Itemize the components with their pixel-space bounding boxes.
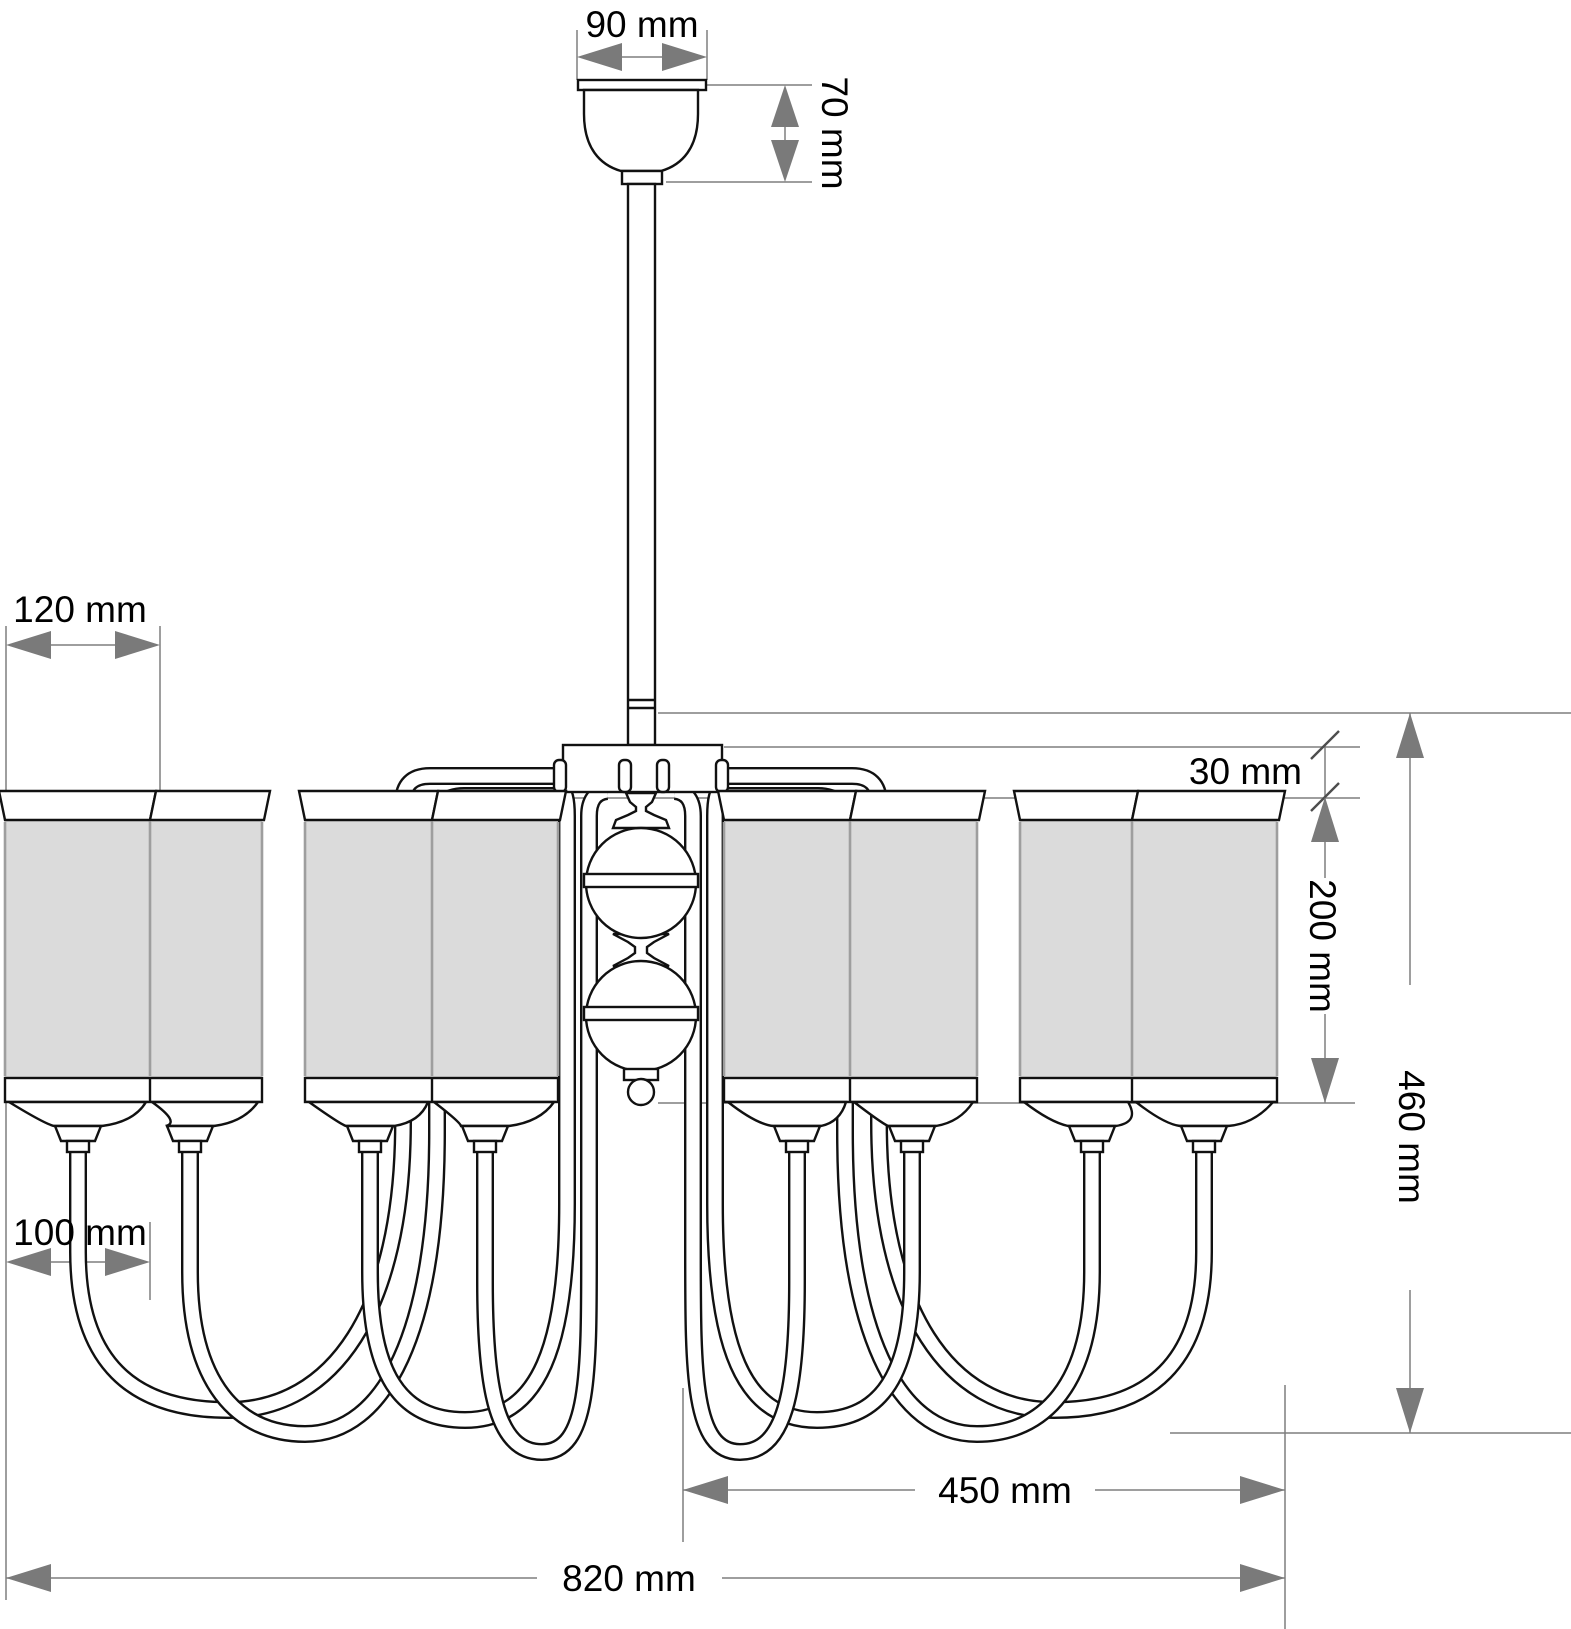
dim-label-arm-span-half: 450 mm	[938, 1470, 1072, 1511]
dim-label-body-height: 460 mm	[1391, 1070, 1432, 1204]
chandelier-drawing	[0, 78, 1287, 1462]
arm-connector-pill	[655, 758, 671, 794]
finial-middle	[612, 932, 670, 968]
arm-inner-front-right	[673, 782, 806, 1462]
arms	[69, 767, 1213, 1462]
dim-label-total-width: 820 mm	[562, 1558, 696, 1599]
dimension-labels: 90 mm 70 mm 120 mm 30 mm 200 mm 460 mm 1…	[13, 4, 1432, 1599]
bottom-ball	[626, 1077, 656, 1107]
dim-label-shade-height: 200 mm	[1302, 879, 1343, 1013]
shade-pair-1	[0, 789, 272, 1154]
shade-pair-3	[716, 789, 987, 1154]
hanging-rod	[626, 182, 657, 747]
arm-inner-back-left	[361, 780, 576, 1430]
dim-label-shade-bottom-diameter: 100 mm	[13, 1212, 147, 1253]
arm-inner-front-left	[476, 782, 609, 1462]
arm-connector-pill	[617, 758, 633, 794]
dim-label-canopy-width: 90 mm	[585, 4, 698, 45]
sphere-upper-band	[582, 872, 700, 889]
shade-pair-4	[1012, 789, 1287, 1154]
ceiling-canopy	[576, 78, 708, 186]
shade-pair-2	[297, 789, 568, 1154]
dim-label-canopy-height: 70 mm	[814, 76, 855, 189]
dim-label-rim-height: 30 mm	[1189, 751, 1302, 792]
finial-top	[611, 791, 671, 830]
arm-connector-pill	[714, 758, 730, 794]
sphere-lower-band	[582, 1005, 700, 1022]
arm-connector-pill	[552, 758, 568, 794]
center-hub	[552, 743, 730, 794]
center-ornament	[582, 791, 700, 1107]
arm-inner-back-right	[706, 780, 921, 1430]
dim-label-shade-top-diameter: 120 mm	[13, 589, 147, 630]
